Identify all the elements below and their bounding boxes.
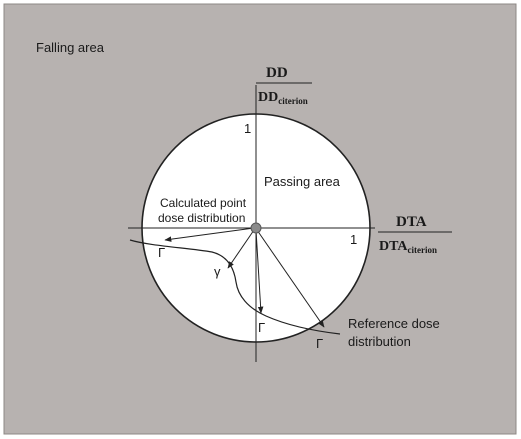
calculated-point-label-line2: dose distribution — [158, 211, 245, 225]
dta-denominator-main: DTA — [379, 239, 408, 254]
x-axis-tick-1: 1 — [350, 232, 357, 247]
gamma-vector-left — [164, 227, 255, 242]
calculated-point-label-line1: Calculated point — [160, 196, 247, 210]
dd-denominator: DDciterion — [258, 90, 308, 106]
y-axis-tick-1: 1 — [244, 121, 251, 136]
calculated-point-marker — [250, 222, 262, 234]
gamma-capital-label-2: Γ — [258, 320, 265, 335]
gamma-lower-label: γ — [214, 264, 221, 279]
dd-numerator: DD — [266, 65, 288, 81]
reference-dose-label-line2: distribution — [348, 334, 411, 349]
dta-numerator: DTA — [396, 214, 427, 230]
gamma-vector-down — [255, 229, 264, 314]
reference-dose-curve — [129, 239, 341, 335]
gamma-capital-label-3: Γ — [316, 336, 323, 351]
passing-area-label: Passing area — [264, 174, 341, 189]
dd-denominator-main: DD — [258, 90, 278, 105]
dta-denominator-sub: citerion — [408, 245, 438, 255]
reference-dose-label-line1: Reference dose — [348, 316, 440, 331]
gamma-capital-label-1: Γ — [158, 245, 165, 260]
gamma-vector-right — [256, 229, 325, 328]
falling-area-label: Falling area — [36, 40, 105, 55]
dta-denominator: DTAciterion — [379, 239, 437, 255]
dd-denominator-sub: citerion — [278, 96, 308, 106]
gamma-vector-min — [227, 229, 255, 269]
